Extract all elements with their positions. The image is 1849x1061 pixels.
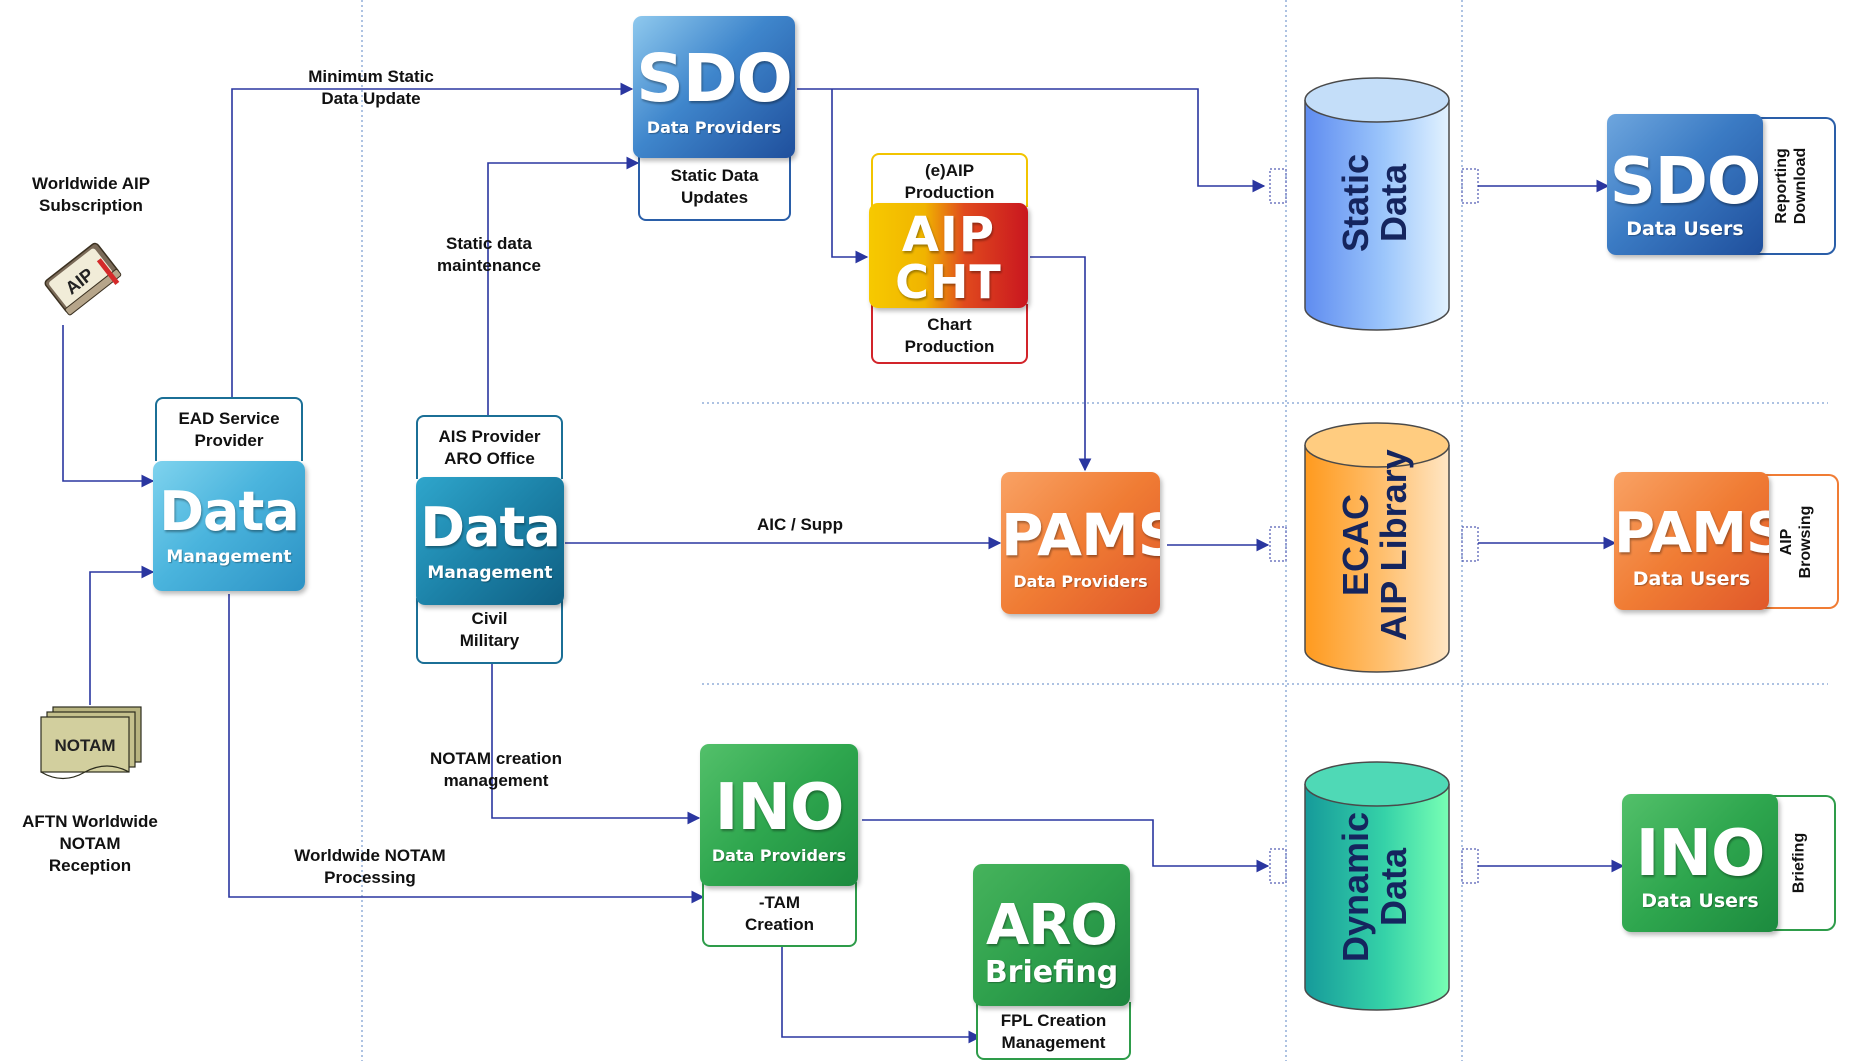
aip-book-icon: AIP (44, 242, 122, 316)
tile-title: SDO (1609, 145, 1762, 219)
tile-subtitle: Data Providers (646, 118, 782, 137)
tile-subtitle: Data Providers (1013, 572, 1148, 591)
tile-subtitle: Data Users (1641, 890, 1759, 912)
aic-supp-label: AIC / Supp (757, 515, 843, 534)
ais-data-management-tile[interactable]: Data Management (416, 477, 564, 605)
tile-title: Data (420, 496, 561, 559)
aip-line: AIP (901, 207, 996, 263)
sdo-data-users-tile[interactable]: SDO Data Users (1607, 114, 1763, 255)
tile-subtitle: Data Users (1626, 218, 1744, 240)
ino-data-users-tile[interactable]: INO Data Users (1622, 794, 1778, 932)
tile-title: INO (714, 771, 845, 845)
ecac-aip-library-db[interactable] (1304, 422, 1450, 673)
static-data-db[interactable] (1304, 77, 1450, 331)
sdo-data-providers-tile[interactable]: SDO Data Providers (633, 16, 795, 158)
tile-title: SDO (636, 40, 792, 117)
tile-subtitle: Management (427, 563, 553, 583)
cht-line: CHT (895, 255, 1002, 308)
arrows (62, 82, 1625, 1044)
tile-subtitle: Data Users (1632, 568, 1751, 590)
tile-subtitle: Data Providers (711, 846, 847, 865)
tile-subtitle: Briefing (984, 955, 1119, 990)
db-ports (1269, 168, 1479, 884)
tile-title: PAMS (1614, 501, 1769, 566)
tile-subtitle: Management (166, 547, 292, 567)
tile-title: Data (159, 480, 300, 543)
ino-data-providers-tile[interactable]: INO Data Providers (700, 744, 858, 886)
tile-title: PAMS (1001, 501, 1160, 569)
ead-data-management-tile[interactable]: Data Management (153, 461, 305, 591)
dynamic-data-db[interactable] (1304, 761, 1450, 1011)
aip-cht-tile[interactable]: AIP CHT (869, 203, 1028, 308)
pams-data-providers-tile[interactable]: PAMS Data Providers (1001, 472, 1160, 614)
tile-title: INO (1635, 817, 1766, 891)
aro-briefing-tile[interactable]: ARO Briefing (973, 864, 1130, 1006)
notam-stack-text: NOTAM (54, 736, 115, 755)
notam-stack-icon: NOTAM (40, 706, 142, 780)
side-label: Briefing (1790, 832, 1807, 894)
tile-title: ARO (985, 893, 1118, 958)
pams-data-users-tile[interactable]: PAMS Data Users (1614, 472, 1769, 610)
